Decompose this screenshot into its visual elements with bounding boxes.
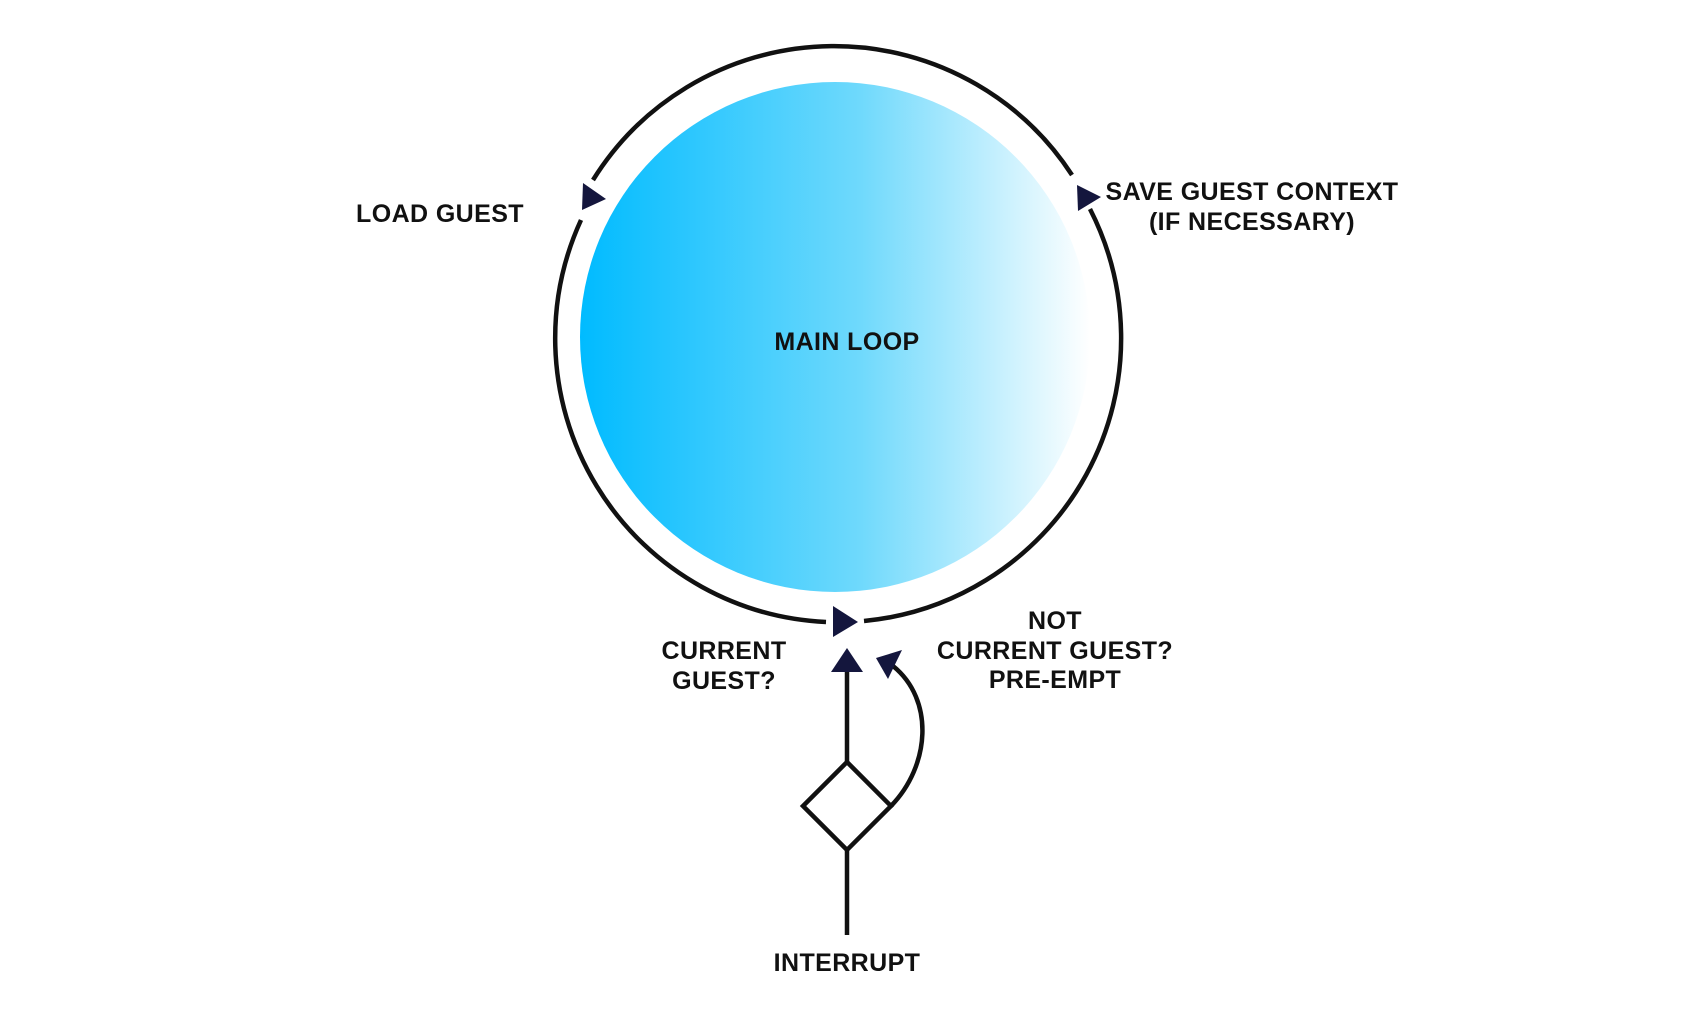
main-loop-entry-arrowhead — [833, 606, 858, 637]
preempt-curve — [889, 664, 925, 808]
main-loop-circle — [580, 82, 1090, 592]
main-loop-label: MAIN LOOP — [774, 328, 919, 356]
not-current-label-line3: PRE-EMPT — [989, 666, 1121, 694]
outer-ring-right-arc — [863, 207, 1124, 624]
current-guest-arrowhead — [831, 648, 863, 672]
preempt-arrowhead — [876, 650, 902, 679]
load-guest-label: LOAD GUEST — [356, 200, 524, 228]
load-guest-arrowhead — [582, 183, 606, 210]
save-context-label: SAVE GUEST CONTEXT — [1106, 178, 1399, 206]
decision-diamond — [799, 758, 895, 854]
outer-ring-left-arc — [552, 219, 827, 625]
current-guest-label-line2: GUEST? — [672, 667, 776, 695]
interrupt-label: INTERRUPT — [774, 949, 921, 977]
current-guest-label-line1: CURRENT — [661, 637, 786, 665]
outer-ring-top-arc — [591, 43, 1074, 182]
not-current-label-line2: CURRENT GUEST? — [937, 637, 1173, 665]
not-current-label-line1: NOT — [1028, 607, 1082, 635]
save-context-arrowhead — [1077, 185, 1101, 211]
save-context-note: (IF NECESSARY) — [1149, 208, 1355, 236]
